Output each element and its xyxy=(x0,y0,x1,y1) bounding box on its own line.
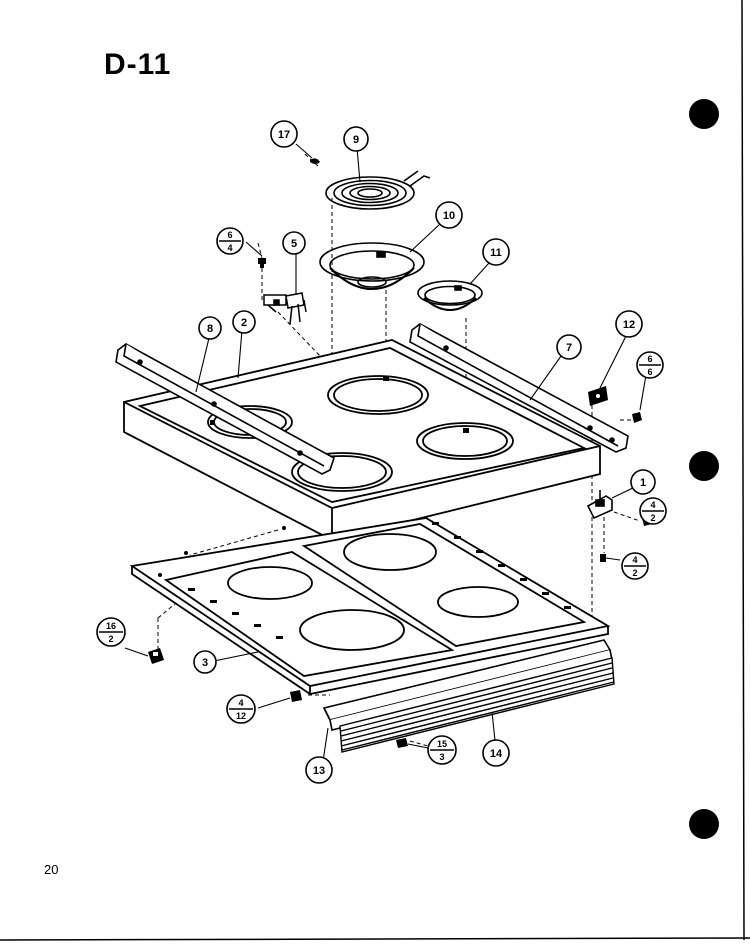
svg-text:10: 10 xyxy=(443,210,455,222)
callout-16-2: 162 xyxy=(96,617,126,647)
svg-text:8: 8 xyxy=(207,323,213,335)
callout-13: 13 xyxy=(305,756,333,784)
page-title: D-11 xyxy=(104,48,172,81)
svg-text:11: 11 xyxy=(490,247,502,259)
drip-bowl-large xyxy=(319,242,425,290)
surface-element xyxy=(325,170,431,210)
screw-17 xyxy=(310,158,320,164)
binder-hole-middle xyxy=(689,451,719,481)
svg-text:13: 13 xyxy=(313,765,325,777)
callout-5: 5 xyxy=(282,231,306,255)
screw-6-4 xyxy=(258,258,266,268)
svg-text:4: 4 xyxy=(227,243,232,253)
svg-text:6: 6 xyxy=(647,354,652,364)
callout-12: 12 xyxy=(615,310,643,338)
svg-text:4: 4 xyxy=(238,698,243,708)
callout-2: 2 xyxy=(232,310,256,334)
trim-strip-left xyxy=(115,343,335,475)
screw-15-3 xyxy=(396,738,408,748)
cooktop-main-top xyxy=(123,339,601,541)
callout-7: 7 xyxy=(556,334,582,360)
callout-1: 1 xyxy=(630,469,656,495)
callouts: 17 9 10 11 5 8 2 7 12 1 3 13 14 xyxy=(193,120,656,784)
svg-text:5: 5 xyxy=(291,238,297,250)
svg-text:7: 7 xyxy=(566,342,572,354)
burner-box xyxy=(129,517,611,695)
svg-text:4: 4 xyxy=(650,500,655,510)
callout-9: 9 xyxy=(343,126,369,152)
bracket-1 xyxy=(586,490,613,520)
svg-text:12: 12 xyxy=(623,319,635,331)
binder-holes xyxy=(689,99,719,839)
svg-text:2: 2 xyxy=(241,317,247,329)
burner-box-slots xyxy=(158,522,571,639)
callout-14: 14 xyxy=(482,739,510,767)
binder-hole-bottom xyxy=(689,809,719,839)
svg-text:6: 6 xyxy=(227,230,232,240)
callout-6-6: 66 xyxy=(636,351,664,379)
drip-bowl-small xyxy=(417,280,483,311)
svg-text:15: 15 xyxy=(437,739,447,749)
callout-3: 3 xyxy=(193,650,217,674)
callout-17: 17 xyxy=(270,120,298,148)
page-number: 20 xyxy=(44,862,59,877)
svg-text:2: 2 xyxy=(632,568,637,578)
svg-text:6: 6 xyxy=(647,367,652,377)
callout-4-12: 412 xyxy=(226,694,256,724)
svg-text:2: 2 xyxy=(650,513,655,523)
trim-strip-right xyxy=(409,323,629,453)
svg-text:16: 16 xyxy=(106,621,116,631)
svg-text:9: 9 xyxy=(353,134,359,146)
screw-6-6 xyxy=(632,412,642,423)
callout-4-2-a: 42 xyxy=(639,497,667,525)
callout-15-3: 153 xyxy=(427,735,457,765)
callout-11: 11 xyxy=(482,238,510,266)
svg-text:3: 3 xyxy=(439,752,444,762)
callout-10: 10 xyxy=(435,201,463,229)
screw-4-2-b xyxy=(600,554,606,562)
svg-text:2: 2 xyxy=(108,634,113,644)
svg-text:4: 4 xyxy=(632,555,637,565)
callout-4-2-b: 42 xyxy=(621,552,649,580)
bracket-12 xyxy=(588,386,608,406)
callout-leaders xyxy=(124,143,654,769)
vent-grille xyxy=(339,657,615,753)
svg-text:12: 12 xyxy=(236,711,246,721)
binder-hole-top xyxy=(689,99,719,129)
screw-4-12 xyxy=(290,690,302,702)
receptacle xyxy=(263,292,307,325)
clip-16 xyxy=(148,648,164,664)
svg-text:14: 14 xyxy=(490,748,503,760)
svg-text:1: 1 xyxy=(640,477,646,489)
callout-6-4: 64 xyxy=(216,227,244,255)
fraction-callouts: 64 66 42 42 162 412 153 xyxy=(96,227,667,765)
svg-text:17: 17 xyxy=(278,129,290,141)
callout-8: 8 xyxy=(198,316,222,340)
svg-text:3: 3 xyxy=(202,657,208,669)
